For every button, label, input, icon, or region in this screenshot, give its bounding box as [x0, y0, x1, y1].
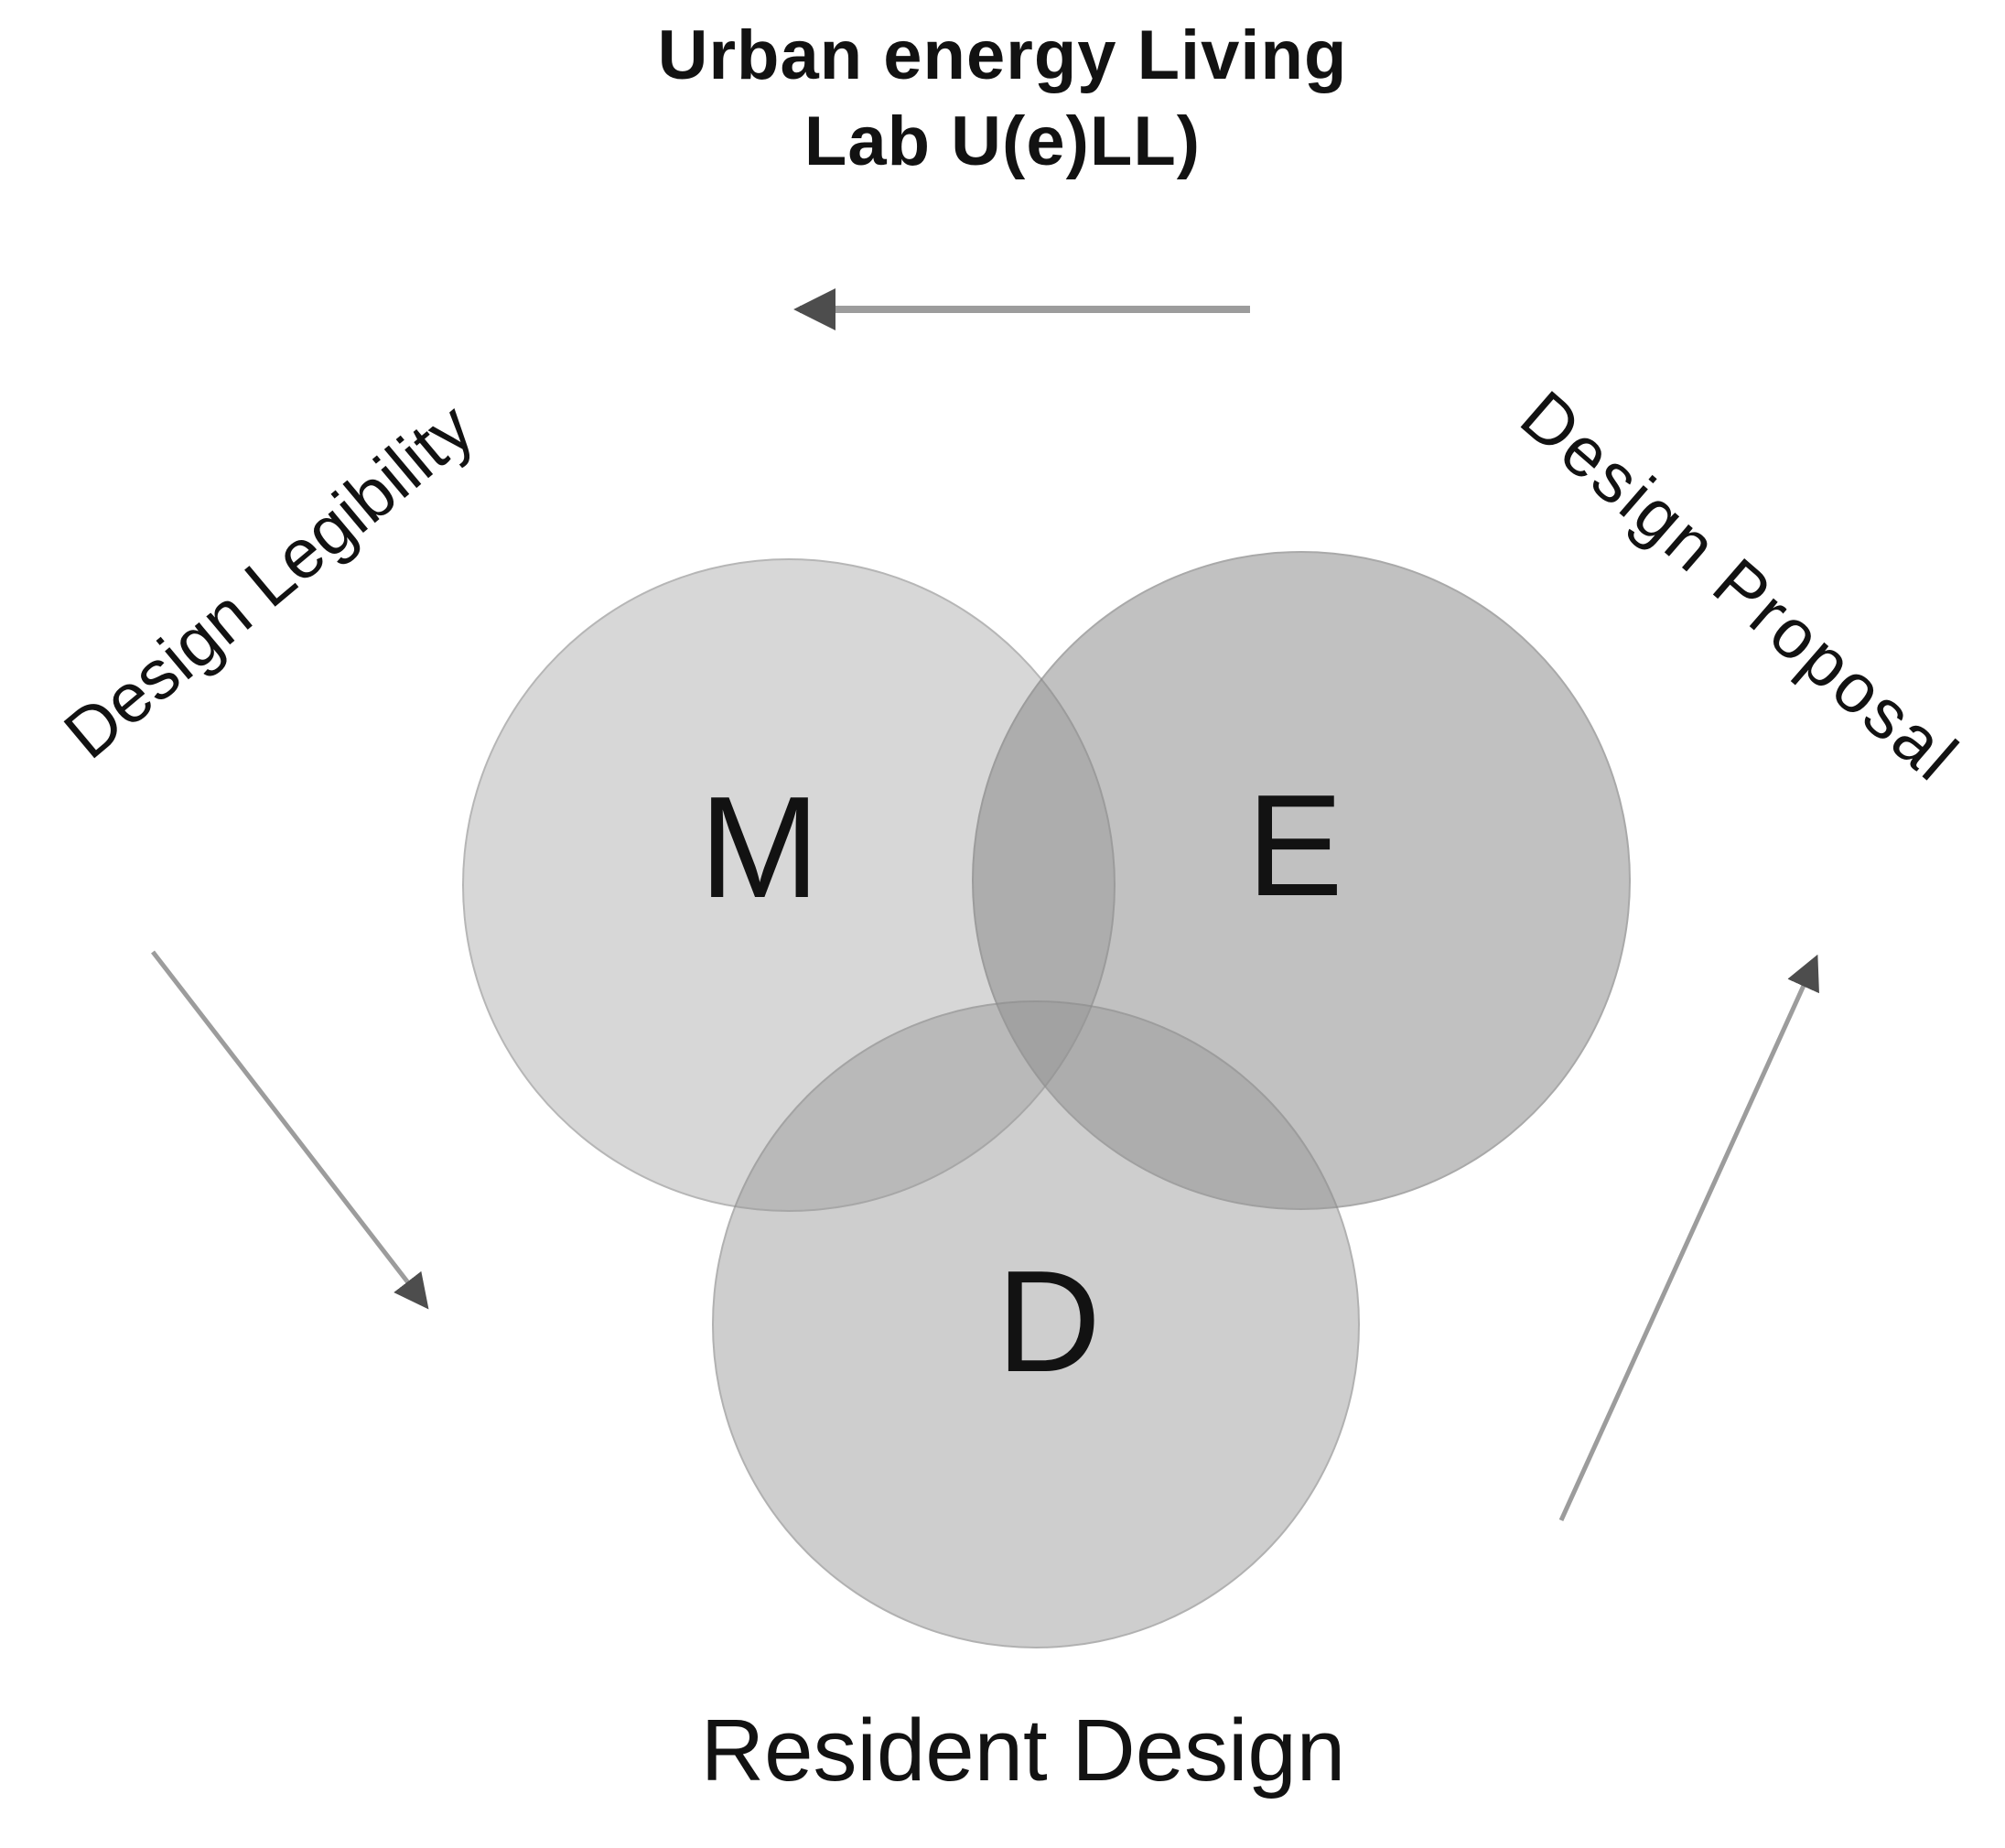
- venn-letter-d: D: [996, 1241, 1102, 1402]
- left-arrow: [151, 950, 429, 1310]
- venn-letter-e: E: [1246, 765, 1343, 926]
- venn-circle-d: [712, 1000, 1360, 1648]
- venn-letter-m: M: [699, 767, 820, 928]
- title-line-2: Lab U(e)LL): [803, 103, 1202, 180]
- title-line-1: Urban energy Living: [657, 16, 1348, 94]
- label-resident-design: Resident Design: [700, 1702, 1346, 1799]
- right-arrow: [1558, 954, 1819, 1522]
- diagram-title: Urban energy Living Lab U(e)LL): [658, 13, 1348, 185]
